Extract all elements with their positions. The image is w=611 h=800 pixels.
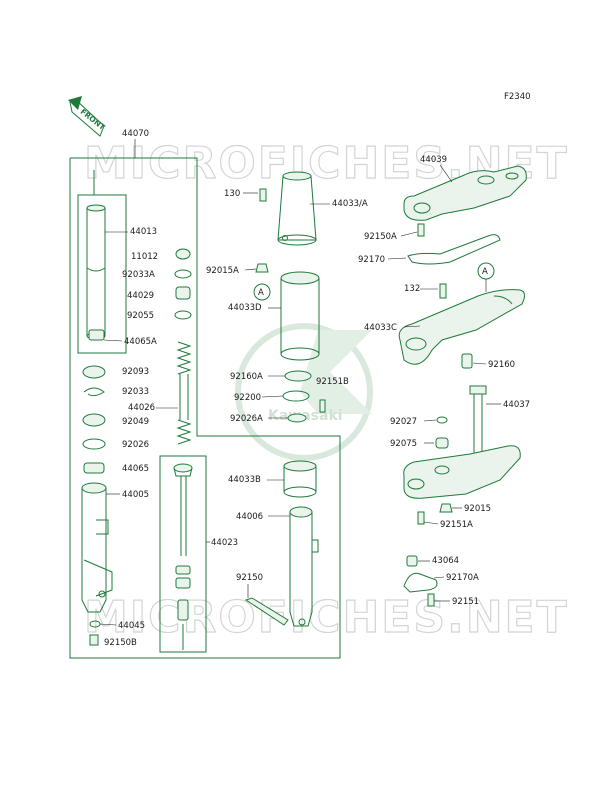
damper-92160 bbox=[461, 353, 473, 369]
bolt-92150a bbox=[417, 223, 425, 237]
ref-a-1: A bbox=[258, 288, 264, 298]
label-44065a: 44065A bbox=[124, 337, 157, 347]
label-44026: 44026 bbox=[128, 403, 155, 413]
label-44029: 44029 bbox=[127, 291, 154, 301]
bolt-92151 bbox=[427, 593, 435, 607]
label-92033a: 92033A bbox=[122, 270, 155, 280]
nut-92015a bbox=[255, 263, 269, 273]
label-92151b: 92151B bbox=[316, 377, 349, 387]
screw-92151b bbox=[319, 399, 326, 413]
label-92150: 92150 bbox=[236, 573, 263, 583]
front-arrow-icon: FRONT bbox=[68, 96, 107, 137]
clip-92033 bbox=[83, 387, 105, 397]
fork-cover-44033a bbox=[277, 171, 317, 246]
label-92075: 92075 bbox=[390, 439, 417, 449]
label-44005: 44005 bbox=[122, 490, 149, 500]
label-92170a: 92170A bbox=[446, 573, 479, 583]
cover-44033b bbox=[283, 460, 317, 498]
bolt-92151a bbox=[417, 511, 425, 525]
label-44033a: 44033/A bbox=[332, 199, 368, 209]
label-92200: 92200 bbox=[234, 393, 261, 403]
label-44045: 44045 bbox=[118, 621, 145, 631]
label-11012: 11012 bbox=[131, 252, 158, 262]
label-92027: 92027 bbox=[390, 417, 417, 427]
label-92150a: 92150A bbox=[364, 232, 397, 242]
label-92170: 92170 bbox=[358, 255, 385, 265]
bolt-92150b bbox=[89, 634, 99, 646]
figure-code: F2340 bbox=[504, 92, 531, 102]
outer-tube-44006 bbox=[289, 506, 319, 627]
label-92150b: 92150B bbox=[104, 638, 137, 648]
watermark-bottom: MICROFICHES.NET bbox=[84, 592, 569, 643]
seal-92049 bbox=[82, 413, 106, 427]
label-44033c: 44033C bbox=[364, 323, 397, 333]
clamp-92170a bbox=[403, 572, 438, 593]
label-92015: 92015 bbox=[464, 504, 491, 514]
label-92160a: 92160A bbox=[230, 372, 263, 382]
label-92160: 92160 bbox=[488, 360, 515, 370]
label-92151: 92151 bbox=[452, 597, 479, 607]
steering-stem-44037 bbox=[403, 385, 521, 499]
bracket-44033c bbox=[398, 289, 526, 365]
spring-44026 bbox=[176, 341, 192, 445]
label-92093: 92093 bbox=[122, 367, 149, 377]
clamp-43064 bbox=[406, 555, 418, 567]
bolt-130 bbox=[259, 188, 267, 202]
label-92049: 92049 bbox=[122, 417, 149, 427]
label-44023: 44023 bbox=[211, 538, 238, 548]
label-44037: 44037 bbox=[503, 400, 530, 410]
label-44070: 44070 bbox=[122, 129, 149, 139]
seal-92093 bbox=[82, 365, 106, 379]
label-92033: 92033 bbox=[122, 387, 149, 397]
label-44013: 44013 bbox=[130, 227, 157, 237]
outer-tube-44005 bbox=[81, 482, 113, 613]
upper-bracket-44039 bbox=[403, 165, 527, 221]
damper-rod-44023 bbox=[173, 463, 193, 650]
label-92026a: 92026A bbox=[230, 414, 263, 424]
label-44039: 44039 bbox=[420, 155, 447, 165]
washer-92027 bbox=[436, 416, 448, 424]
label-44033d: 44033D bbox=[228, 303, 262, 313]
label-44006: 44006 bbox=[236, 512, 263, 522]
ring-92033a bbox=[174, 269, 192, 279]
bushing-92075 bbox=[435, 437, 449, 449]
nut-92015 bbox=[439, 503, 453, 513]
label-132: 132 bbox=[404, 284, 420, 294]
clamp-92170 bbox=[407, 234, 501, 265]
label-92151a: 92151A bbox=[440, 520, 473, 530]
ref-a-circle-1 bbox=[253, 283, 271, 301]
label-43064: 43064 bbox=[432, 556, 459, 566]
washer-92026 bbox=[82, 438, 106, 450]
ref-a-2: A bbox=[482, 267, 488, 277]
fork-assembly-frame bbox=[69, 157, 341, 659]
bolt-92150 bbox=[244, 597, 289, 626]
label-92015a: 92015A bbox=[206, 266, 239, 276]
label-44065: 44065 bbox=[122, 464, 149, 474]
damper-92160a bbox=[284, 370, 312, 382]
bushing-44065a bbox=[88, 329, 105, 341]
bushing-44065 bbox=[83, 462, 105, 474]
collar-92026a bbox=[287, 413, 307, 423]
label-92055: 92055 bbox=[127, 311, 154, 321]
inner-tube-44013 bbox=[86, 170, 106, 340]
label-44033b: 44033B bbox=[228, 475, 261, 485]
cap-11012 bbox=[175, 248, 191, 260]
bolt-132 bbox=[439, 283, 447, 299]
part-44029 bbox=[175, 286, 191, 300]
fork-tube-44033d bbox=[280, 271, 320, 361]
oring-92055 bbox=[174, 310, 192, 320]
label-92026: 92026 bbox=[122, 440, 149, 450]
label-130: 130 bbox=[224, 189, 240, 199]
